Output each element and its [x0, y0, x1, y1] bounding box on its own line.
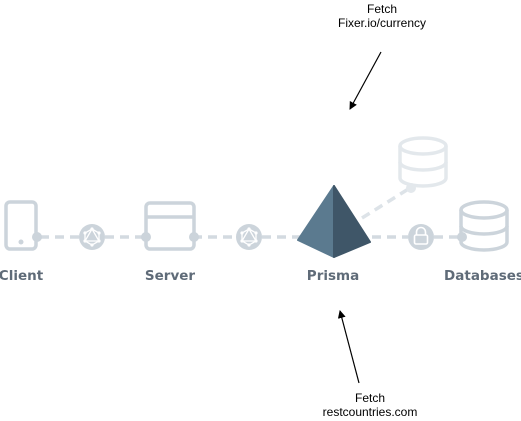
lock-icon: [408, 224, 434, 250]
databases-label: Databases: [444, 268, 521, 284]
client-label: Client: [0, 268, 44, 284]
bottom-arrow: [337, 310, 360, 384]
connector-diagonal: [361, 186, 411, 220]
bottom-note-line2: restcountries.com: [322, 405, 418, 419]
top-arrow: [349, 51, 382, 110]
database-icon: [398, 136, 448, 193]
bottom-note-line1: Fetch: [354, 391, 386, 405]
database-icon: [457, 200, 509, 252]
top-fetch-note: Fetch Fixer.io/currency: [338, 2, 426, 30]
browser-window-icon: [141, 201, 199, 251]
graphql-icon: [236, 224, 262, 250]
server-label: Server: [144, 268, 196, 284]
graphql-icon: [79, 224, 105, 250]
top-note-line1: Fetch: [366, 2, 397, 16]
prisma-label: Prisma: [306, 268, 360, 284]
top-note-line2: Fixer.io/currency: [337, 16, 427, 30]
bottom-fetch-note: Fetch restcountries.com: [323, 391, 418, 419]
prisma-logo-icon: [297, 185, 371, 258]
mobile-phone-icon: [4, 200, 42, 251]
